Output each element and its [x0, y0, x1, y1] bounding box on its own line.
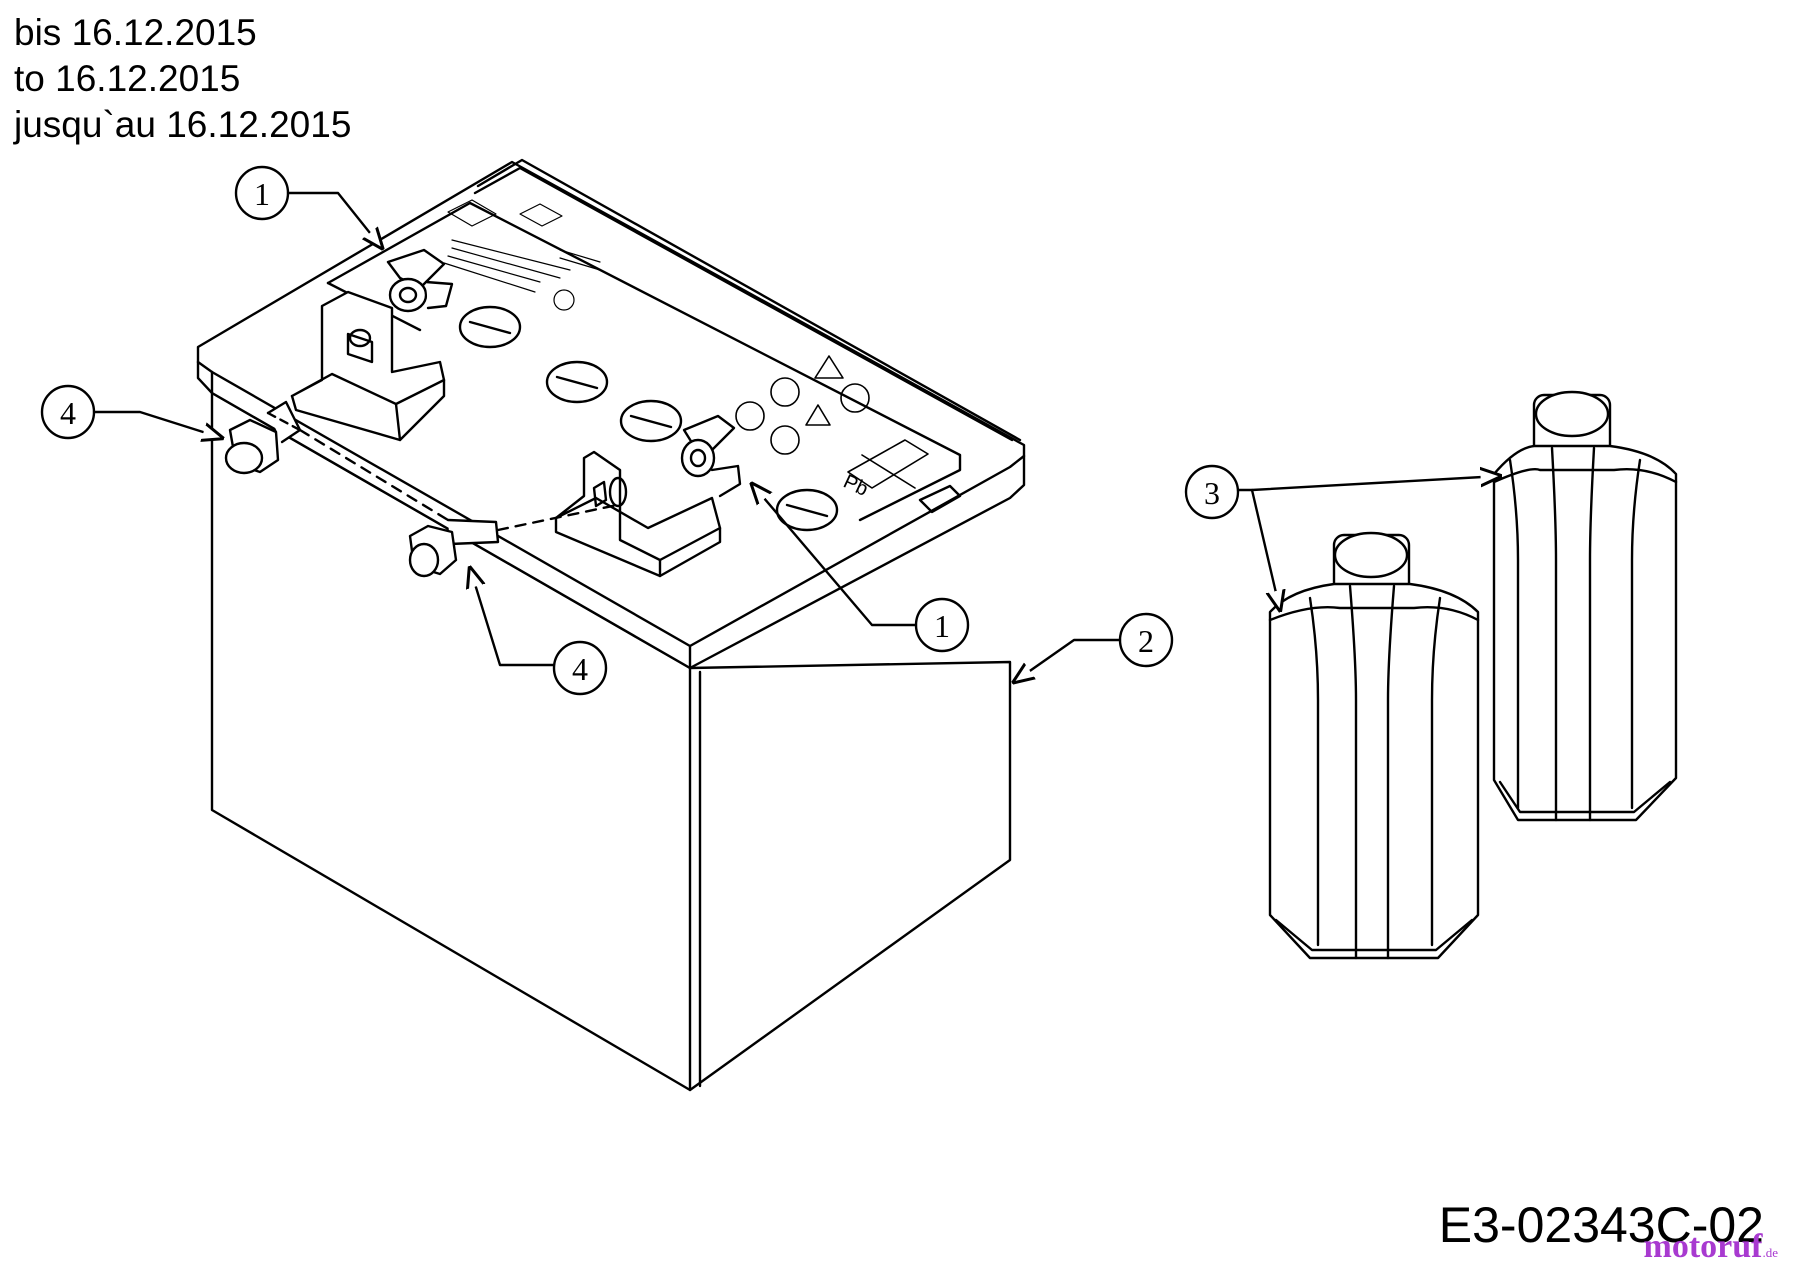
validity-german: bis 16.12.2015: [14, 12, 257, 53]
wing-nut-rear: [386, 248, 454, 313]
callout-number: 1: [254, 176, 270, 212]
header-validity: bis 16.12.2015 to 16.12.2015 jusqu`au 16…: [14, 10, 351, 148]
validity-english: to 16.12.2015: [14, 58, 241, 99]
bolt-left: [224, 400, 302, 475]
vent-caps: [458, 305, 839, 532]
callout-terminal-bottom: 1: [752, 484, 970, 653]
callout-terminal-top: 1: [234, 165, 382, 248]
callout-number: 3: [1204, 475, 1220, 511]
callout-number: 4: [572, 651, 588, 687]
callout-bolt-left: 4: [40, 384, 222, 438]
callout-number: 1: [934, 608, 950, 644]
watermark-tld: .de: [1762, 1245, 1778, 1260]
terminal-post-rear: [290, 290, 446, 442]
callout-number: 4: [60, 395, 76, 431]
bolt-bottom: [298, 428, 624, 578]
wing-nut-front: [680, 414, 742, 498]
label-text-block: [443, 199, 601, 311]
watermark-logo: motoruf.de: [1644, 1228, 1779, 1266]
watermark-name: motoruf: [1643, 1228, 1763, 1265]
terminal-post-front: [554, 450, 722, 578]
callout-acid-bottles: 3: [1184, 464, 1500, 610]
callout-bolt-bottom: 4: [470, 568, 608, 696]
validity-french: jusqu`au 16.12.2015: [14, 104, 352, 145]
callout-number: 2: [1138, 623, 1154, 659]
acid-bottle-rear: [1492, 390, 1678, 822]
callout-battery: 2: [1014, 612, 1174, 682]
warning-symbols: [735, 355, 870, 455]
drawing-code: E3-02343C-02: [1438, 1197, 1764, 1253]
acid-bottle-front: [1268, 531, 1480, 960]
battery: Pb: [196, 158, 1026, 1092]
